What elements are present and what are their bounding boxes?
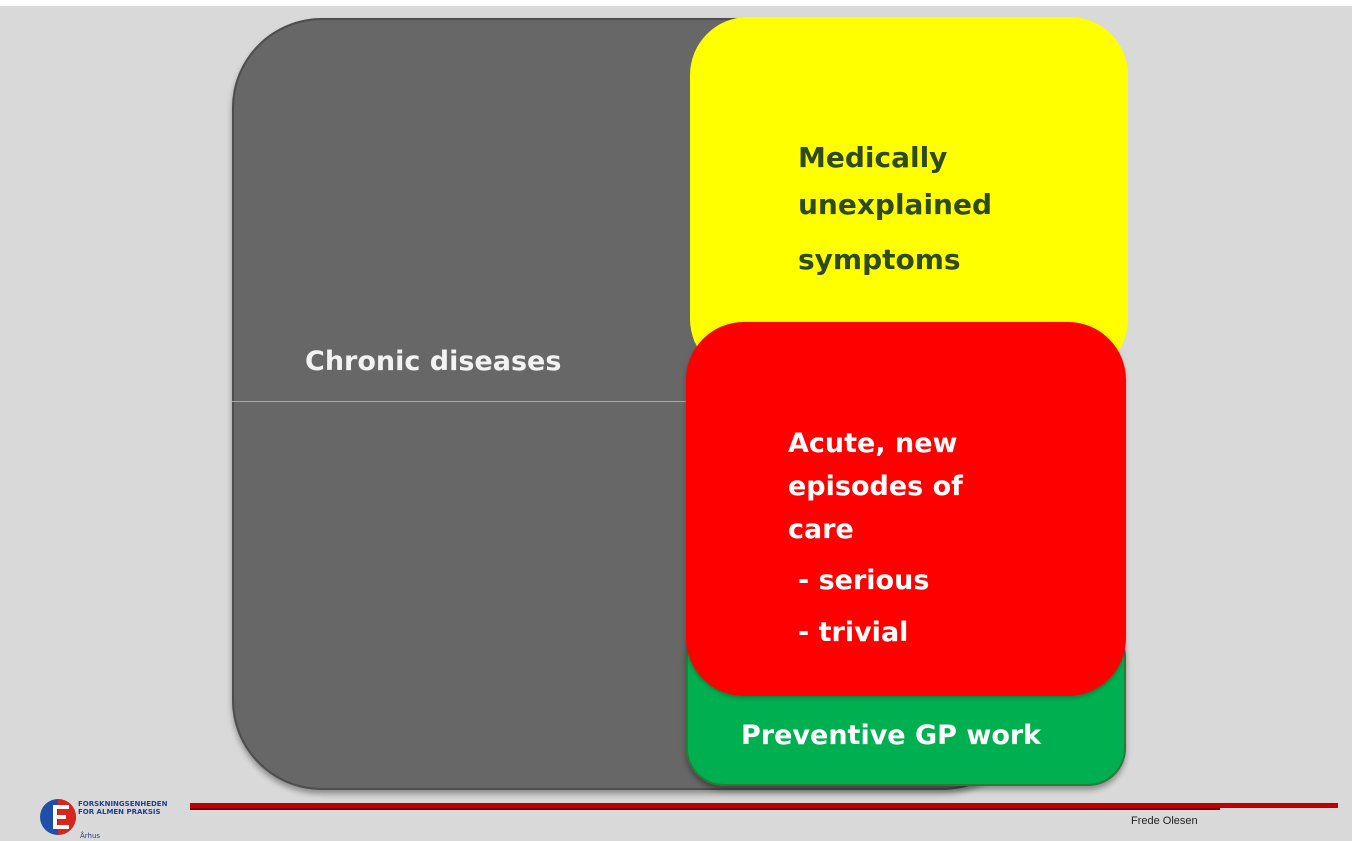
medically-unexplained-box: [690, 17, 1128, 377]
logo-line-1: FORSKNINGSENHEDEN: [78, 800, 168, 808]
acute-line-3: care: [788, 514, 854, 545]
author-name: Frede Olesen: [1131, 815, 1198, 827]
acute-trivial-item: - trivial: [798, 617, 909, 648]
acute-line-2: episodes of: [788, 471, 963, 502]
chronic-diseases-label: Chronic diseases: [305, 346, 562, 377]
footer-rule-shadow: [190, 808, 1220, 810]
medically-unexplained-line-1: Medically: [798, 141, 948, 174]
chronic-box-divider: [232, 401, 692, 402]
acute-episodes-label: Acute, new episodes of care - serious - …: [788, 422, 963, 654]
medically-unexplained-line-3: symptoms: [798, 243, 961, 276]
medically-unexplained-label: Medically unexplained symptoms: [798, 134, 992, 283]
logo-line-2: FOR ALMEN PRAKSIS: [78, 808, 161, 816]
research-unit-logo-text: FORSKNINGSENHEDEN FOR ALMEN PRAKSIS: [78, 800, 167, 816]
logo-line-3: Århus: [80, 832, 101, 840]
footer-rule: [190, 803, 1338, 808]
acute-episodes-box: [686, 322, 1126, 696]
preventive-gp-work-label: Preventive GP work: [741, 720, 1042, 751]
research-unit-logo-icon: [40, 799, 76, 835]
acute-line-1: Acute, new: [788, 428, 958, 459]
slide-top-edge: [0, 0, 1352, 6]
medically-unexplained-line-2: unexplained: [798, 188, 993, 221]
acute-serious-item: - serious: [798, 565, 930, 596]
